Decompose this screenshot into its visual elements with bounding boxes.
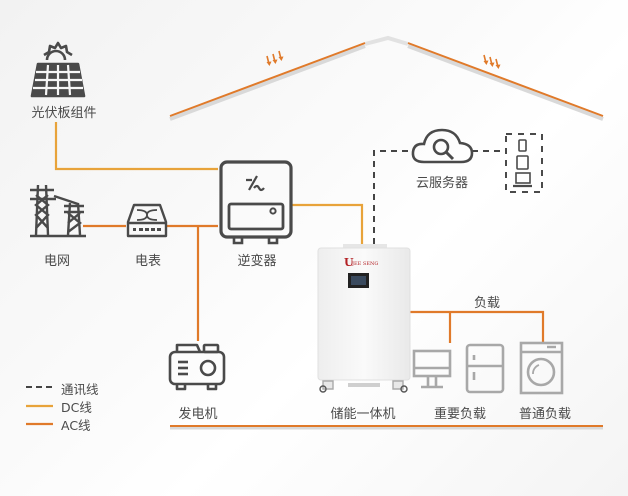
ac-line-storage-loads <box>405 310 545 342</box>
legend-label-ac: AC线 <box>61 418 91 433</box>
label-inverter: 逆变器 <box>237 254 277 269</box>
brand-logo-mark: U <box>344 256 354 269</box>
fridge-icon <box>465 343 505 394</box>
mobile-devices-icon <box>505 133 543 193</box>
sunlight-arrows-right-icon <box>483 54 501 69</box>
label-grid: 电网 <box>43 254 71 269</box>
label-generator: 发电机 <box>178 407 218 422</box>
label-cloud: 云服务器 <box>415 176 469 191</box>
dc-line-inverter-storage <box>292 203 364 244</box>
label-meter: 电表 <box>134 254 162 269</box>
legend-label-dc: DC线 <box>61 400 92 415</box>
washing-machine-icon <box>519 341 564 395</box>
roof-left <box>169 42 366 117</box>
electric-meter-icon <box>126 203 168 238</box>
roof-right <box>407 42 604 117</box>
label-normal-load: 普通负载 <box>518 407 572 422</box>
brand-logo-text: JEE SENG <box>351 261 378 267</box>
comm-line-storage-cloud <box>373 150 412 244</box>
storage-cabinet-icon: U JEE SENG <box>317 244 411 393</box>
sunlight-arrows-left-icon <box>266 50 284 66</box>
power-tower-icon <box>30 184 86 238</box>
dc-line-pv-inverter <box>54 122 218 171</box>
inverter-icon <box>219 160 293 245</box>
generator-icon <box>168 343 226 391</box>
label-pv: 光伏板组件 <box>31 106 97 121</box>
legend <box>26 386 53 426</box>
monitor-icon <box>412 349 452 389</box>
label-loads-group: 负载 <box>473 296 501 311</box>
wheel-icon <box>319 380 408 393</box>
label-important-load: 重要负载 <box>433 407 487 422</box>
legend-label-comm: 通讯线 <box>61 382 99 397</box>
roof <box>169 35 604 121</box>
solar-panel-icon <box>30 41 86 98</box>
cloud-search-icon <box>411 128 474 164</box>
label-storage: 储能一体机 <box>330 407 396 422</box>
